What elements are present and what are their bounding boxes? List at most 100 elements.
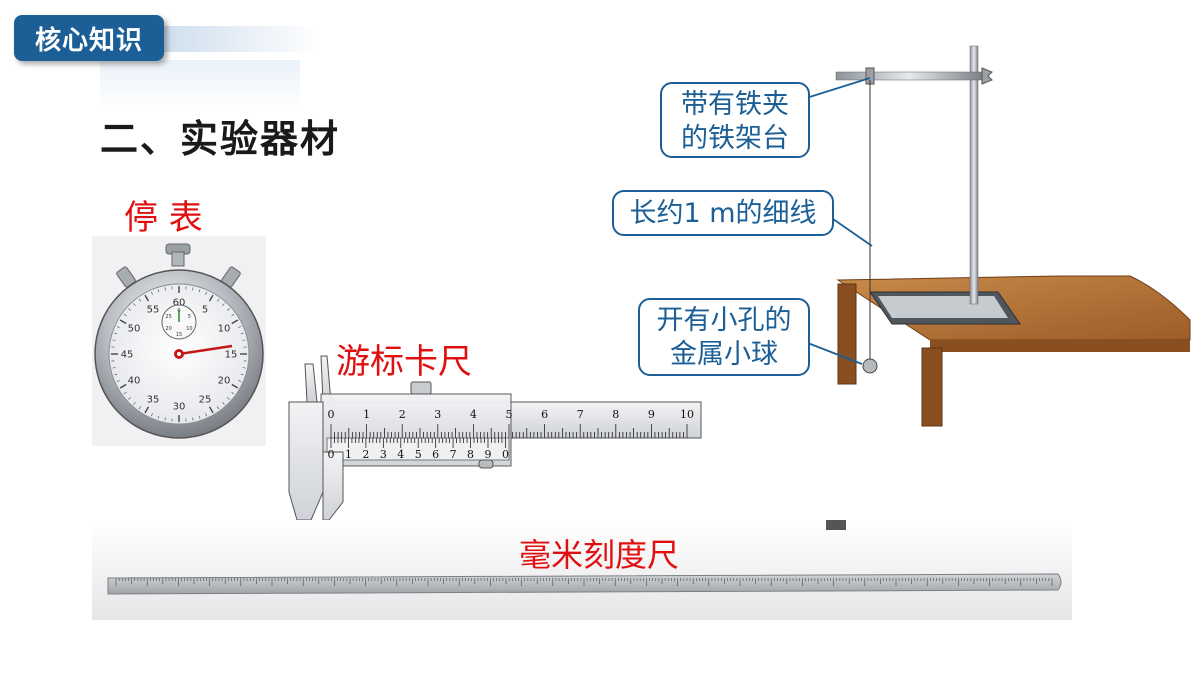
caliper-vernier-number: 1 — [345, 448, 352, 461]
stopwatch-tick — [157, 415, 160, 419]
stopwatch-tick — [208, 294, 214, 302]
millimeter-ruler-image — [92, 520, 1072, 620]
stopwatch-tick — [114, 373, 118, 376]
stopwatch-tick — [151, 413, 153, 417]
stopwatch-dial-number: 30 — [173, 402, 186, 413]
stopwatch-tick — [242, 339, 246, 341]
callout-thread-line1: 长约1 m的细线 — [629, 198, 817, 229]
stopwatch-tick — [240, 332, 244, 335]
caliper-main-number: 3 — [434, 408, 441, 421]
stopwatch-dial-number: 50 — [128, 324, 141, 335]
stopwatch-tick — [114, 332, 118, 335]
stopwatch-label: 停 表 — [124, 198, 203, 238]
stopwatch-dial-number: 10 — [218, 324, 231, 335]
stopwatch-subdial-number: 20 — [165, 326, 171, 332]
stopwatch-tick — [222, 303, 225, 306]
caliper-vernier-number: 3 — [380, 448, 387, 461]
callout-iron-stand: 带有铁夹 的铁架台 — [660, 82, 810, 158]
stopwatch-dial-number: 40 — [128, 376, 141, 387]
callout-thread: 长约1 m的细线 — [612, 190, 834, 236]
caliper-main-number: 8 — [612, 408, 619, 421]
caliper-vernier-number: 0 — [502, 448, 509, 461]
stopwatch-tick — [198, 415, 201, 419]
stopwatch-dial-number: 15 — [225, 350, 238, 361]
stopwatch-tick — [138, 298, 142, 302]
stopwatch-tick — [227, 308, 230, 311]
caliper-main-number: 6 — [541, 408, 548, 421]
caliper-vernier-number: 0 — [328, 448, 335, 461]
stopwatch-tick — [242, 367, 246, 369]
stopwatch-tick — [144, 294, 150, 302]
caliper-vernier-number: 9 — [484, 448, 491, 461]
stopwatch-tick — [231, 319, 239, 325]
stopwatch-tick — [112, 339, 116, 341]
stopwatch-tick — [119, 319, 127, 325]
stopwatch-tick — [123, 391, 127, 395]
caliper-main-number: 7 — [577, 408, 584, 421]
stopwatch-dial-number: 60 — [173, 298, 186, 309]
caliper-main-number: 5 — [506, 408, 513, 421]
stopwatch-tick — [164, 417, 166, 421]
stopwatch-tick — [216, 298, 220, 302]
callout-metal-ball-line1: 开有小孔的 — [656, 305, 792, 336]
caliper-vernier-number: 5 — [415, 448, 422, 461]
stopwatch-tick — [198, 289, 201, 293]
stopwatch-tick — [157, 289, 160, 293]
stopwatch-tick — [123, 313, 127, 317]
stopwatch-tick — [238, 380, 242, 382]
header-tag: 核心知识 — [14, 15, 164, 61]
stopwatch-tick — [231, 391, 235, 395]
stopwatch-tick — [231, 313, 235, 317]
stopwatch-tick — [208, 406, 214, 414]
stopwatch-tick — [144, 406, 150, 414]
callout-metal-ball: 开有小孔的 金属小球 — [638, 298, 810, 376]
caliper-vernier-number: 7 — [450, 448, 457, 461]
stopwatch-tick — [240, 373, 244, 376]
caliper-vernier-number: 8 — [467, 448, 474, 461]
caliper-vernier-number: 4 — [397, 448, 404, 461]
stopwatch-dial-number: 55 — [147, 304, 160, 315]
stopwatch-tick — [112, 367, 116, 369]
stopwatch-dial-number: 20 — [218, 376, 231, 387]
stopwatch-tick — [192, 287, 194, 291]
stopwatch-tick — [164, 287, 166, 291]
caliper-vernier-number: 2 — [362, 448, 369, 461]
header-decoration-band — [150, 26, 320, 52]
stopwatch-tick — [151, 291, 153, 295]
caliper-main-number: 0 — [328, 408, 335, 421]
caliper-main-number: 2 — [399, 408, 406, 421]
stopwatch-tick — [119, 383, 127, 389]
stopwatch-tick — [138, 406, 142, 410]
caliper-main-number: 9 — [648, 408, 655, 421]
caliper-label: 游标卡尺 — [336, 342, 472, 382]
stopwatch-subdial-number: 25 — [165, 314, 171, 320]
stopwatch-tick — [205, 413, 207, 417]
section-title: 二、实验器材 — [100, 117, 341, 161]
stopwatch-dial-number: 35 — [147, 395, 160, 406]
stopwatch-tick — [128, 308, 131, 311]
caliper-vernier-number: 6 — [432, 448, 439, 461]
caliper-main-number: 1 — [363, 408, 370, 421]
stopwatch-subdial-number: 15 — [176, 332, 182, 338]
stopwatch-tick — [133, 303, 136, 306]
caliper-main-number: 10 — [680, 408, 694, 421]
stopwatch-tick — [128, 397, 131, 400]
stopwatch-tick — [116, 326, 120, 328]
stopwatch-dial-number: 45 — [121, 350, 134, 361]
stopwatch-tick — [222, 402, 225, 405]
callout-iron-stand-line2: 的铁架台 — [681, 123, 789, 154]
stopwatch-subdial-number: 5 — [188, 314, 191, 320]
stopwatch-tick — [205, 291, 207, 295]
callout-metal-ball-line2: 金属小球 — [670, 339, 778, 370]
stopwatch-tick — [192, 417, 194, 421]
stopwatch-subdial-number: 10 — [186, 326, 192, 332]
stopwatch-tick — [116, 380, 120, 382]
stopwatch-dial-number: 25 — [199, 395, 212, 406]
ruler-label: 毫米刻度尺 — [519, 536, 680, 574]
caliper-main-number: 4 — [470, 408, 477, 421]
stopwatch-dial-number: 5 — [202, 304, 208, 315]
stopwatch-tick — [133, 402, 136, 405]
stopwatch-tick — [238, 326, 242, 328]
